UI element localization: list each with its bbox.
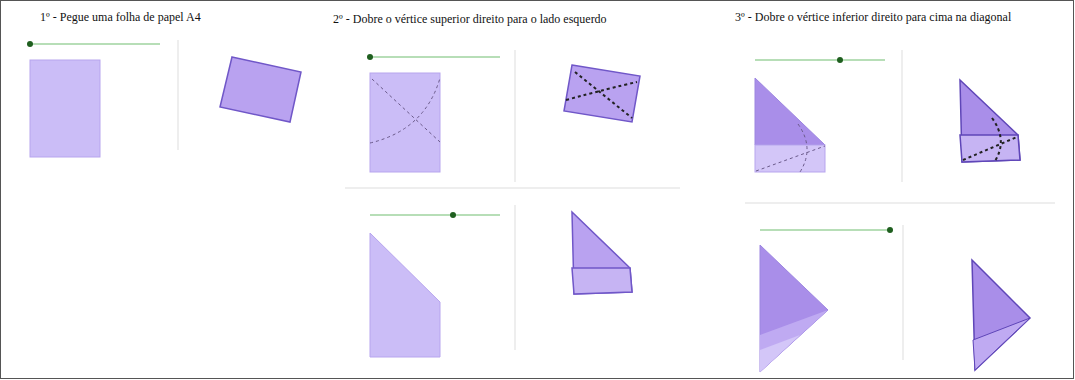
step-title: 2º - Dobre o vértice superior direito pa… bbox=[333, 12, 607, 27]
step-title: 3º - Dobre o vértice inferior direito pa… bbox=[735, 10, 1011, 25]
step-title: 1º - Pegue uma folha de papel A4 bbox=[40, 10, 201, 25]
